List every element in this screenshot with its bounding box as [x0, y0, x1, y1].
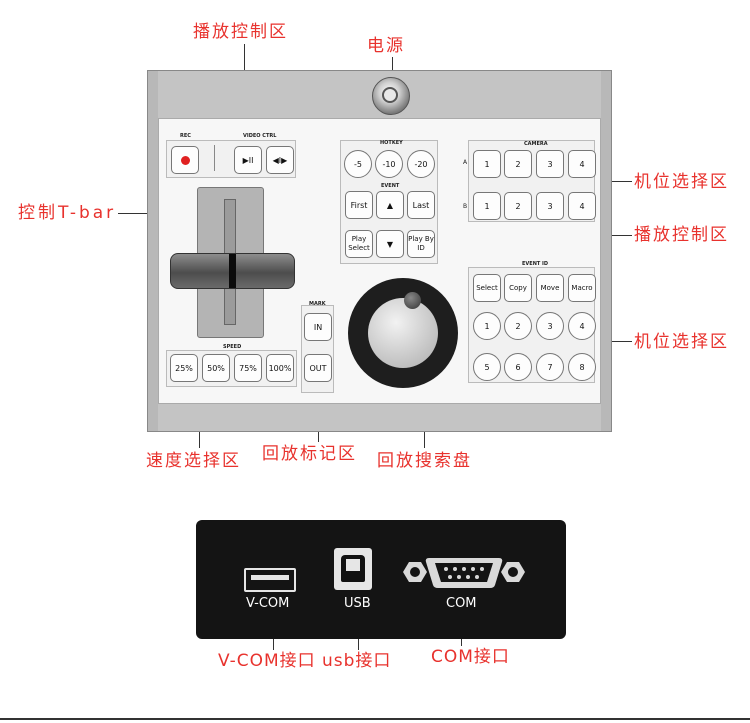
speed-100-button[interactable]: 100%: [266, 354, 294, 382]
usb-a-port-icon: [244, 568, 296, 592]
callout-speed-select: 速度选择区: [146, 451, 241, 471]
callout-usb-port: usb接口: [322, 651, 392, 671]
divider: [214, 145, 215, 171]
camera-a-4[interactable]: 4: [568, 150, 596, 178]
com-port-label: COM: [446, 596, 477, 611]
controller-panel: REC VIDEO CTRL ▶II ◀I▶ HOTKEY -5 -10 -20…: [147, 70, 612, 432]
usb-b-tongue: [346, 559, 360, 571]
hotkey-minus-20[interactable]: -20: [407, 150, 435, 178]
event-id-select-button[interactable]: Select: [473, 274, 501, 302]
panel-left-rail: [148, 71, 158, 431]
event-label: EVENT: [381, 183, 400, 189]
frame-step-button[interactable]: ◀I▶: [266, 146, 294, 174]
event-first-button[interactable]: First: [345, 191, 373, 219]
usb-a-tongue: [251, 575, 289, 580]
hotkey-minus-10[interactable]: -10: [375, 150, 403, 178]
callout-playback-control-top: 播放控制区: [193, 22, 288, 42]
mark-out-button[interactable]: OUT: [304, 354, 332, 382]
usb-b-port-icon: [334, 548, 372, 590]
mark-label: MARK: [309, 301, 326, 307]
tbar-grip: [229, 254, 236, 288]
arrow-up-icon: ▲: [386, 200, 394, 210]
callout-tbar: 控制T-bar: [18, 203, 117, 223]
event-id-3[interactable]: 3: [536, 312, 564, 340]
event-id-copy-button[interactable]: Copy: [504, 274, 532, 302]
leader-line: [598, 341, 632, 342]
event-id-2[interactable]: 2: [504, 312, 532, 340]
camera-row-b-label: B: [463, 203, 468, 210]
camera-a-3[interactable]: 3: [536, 150, 564, 178]
connector-panel: V-COM USB COM: [196, 520, 566, 639]
usb-port-label: USB: [344, 596, 371, 611]
vcom-port-label: V-COM: [246, 596, 290, 611]
speed-50-button[interactable]: 50%: [202, 354, 230, 382]
speed-label: SPEED: [223, 344, 242, 350]
event-id-6[interactable]: 6: [504, 353, 532, 381]
camera-label: CAMERA: [524, 141, 548, 147]
play-pause-button[interactable]: ▶II: [234, 146, 262, 174]
event-id-8[interactable]: 8: [568, 353, 596, 381]
event-down-button[interactable]: ▼: [376, 230, 404, 258]
usb-b-socket: [341, 555, 365, 582]
mark-in-button[interactable]: IN: [304, 313, 332, 341]
arrow-down-icon: ▼: [386, 239, 394, 249]
power-button[interactable]: [372, 77, 410, 115]
power-icon: [382, 87, 398, 103]
jog-wheel-finger-dimple: [404, 292, 421, 309]
event-id-macro-button[interactable]: Macro: [568, 274, 596, 302]
camera-b-2[interactable]: 2: [504, 192, 532, 220]
camera-b-3[interactable]: 3: [536, 192, 564, 220]
play-by-id-button[interactable]: Play By ID: [407, 230, 435, 258]
event-last-button[interactable]: Last: [407, 191, 435, 219]
leader-line: [598, 181, 632, 182]
jog-wheel-center: [368, 298, 438, 368]
panel-right-rail: [601, 71, 611, 431]
callout-power: 电源: [367, 36, 405, 56]
event-first-label: First: [350, 200, 368, 210]
tbar-handle[interactable]: [170, 253, 295, 289]
event-id-1[interactable]: 1: [473, 312, 501, 340]
speed-75-button[interactable]: 75%: [234, 354, 262, 382]
speed-25-button[interactable]: 25%: [170, 354, 198, 382]
hotkey-label: HOTKEY: [380, 140, 403, 146]
video-ctrl-label: VIDEO CTRL: [243, 133, 277, 139]
callout-com-port: COM接口: [431, 647, 510, 667]
event-last-label: Last: [412, 200, 430, 210]
bottom-divider: [0, 718, 750, 720]
callout-mark: 回放标记区: [262, 444, 357, 464]
callout-camera-select-bottom: 机位选择区: [634, 332, 729, 352]
callout-vcom-port: V-COM接口: [218, 651, 316, 671]
event-id-5[interactable]: 5: [473, 353, 501, 381]
camera-b-1[interactable]: 1: [473, 192, 501, 220]
jog-wheel[interactable]: [348, 278, 458, 388]
db9-com-port-icon: [403, 558, 525, 588]
camera-a-2[interactable]: 2: [504, 150, 532, 178]
hotkey-minus-5[interactable]: -5: [344, 150, 372, 178]
callout-playback-control-right: 播放控制区: [634, 225, 729, 245]
control-surface: REC VIDEO CTRL ▶II ◀I▶ HOTKEY -5 -10 -20…: [158, 118, 601, 404]
event-id-move-button[interactable]: Move: [536, 274, 564, 302]
camera-b-4[interactable]: 4: [568, 192, 596, 220]
play-select-button[interactable]: Play Select: [345, 230, 373, 258]
event-id-7[interactable]: 7: [536, 353, 564, 381]
event-id-label: EVENT ID: [522, 261, 549, 267]
rec-label: REC: [180, 133, 191, 139]
rec-button[interactable]: [171, 146, 199, 174]
camera-a-1[interactable]: 1: [473, 150, 501, 178]
event-up-button[interactable]: ▲: [376, 191, 404, 219]
callout-camera-select-top: 机位选择区: [634, 172, 729, 192]
camera-row-a-label: A: [463, 159, 468, 166]
event-id-4[interactable]: 4: [568, 312, 596, 340]
record-icon: [180, 155, 190, 165]
callout-jog-wheel: 回放搜索盘: [377, 451, 472, 471]
